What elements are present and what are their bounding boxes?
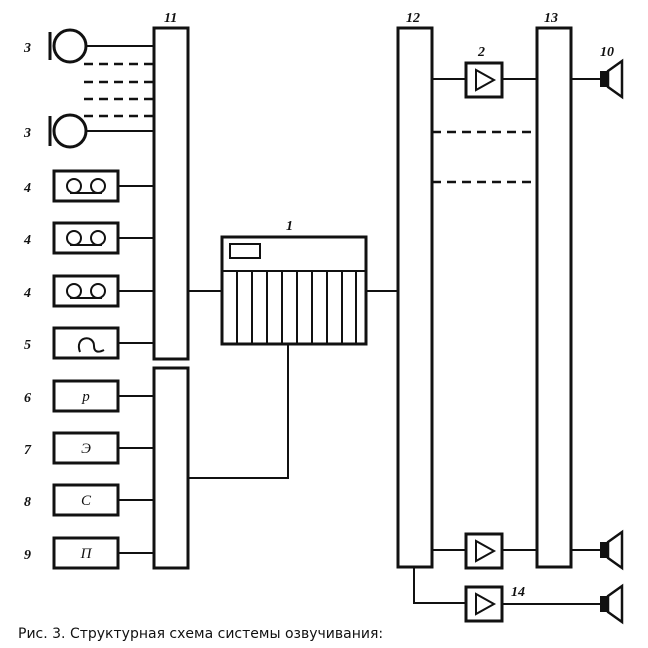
source-block-8: С	[52, 483, 154, 517]
source-8-letter: С	[81, 493, 92, 509]
label-source-6: 6	[24, 391, 31, 406]
label-amp-14: 14	[511, 585, 525, 600]
label-tape-3: 4	[23, 286, 31, 301]
hub-13	[535, 26, 573, 569]
speaker-bottom	[571, 529, 624, 571]
label-source-7: 7	[24, 443, 32, 458]
hub-12	[396, 26, 434, 569]
label-mic-1: 3	[23, 41, 31, 56]
label-tape-1: 4	[23, 181, 31, 196]
label-speaker-10: 10	[600, 45, 614, 60]
label-hub-11: 11	[164, 11, 177, 26]
label-source-9: 9	[24, 548, 31, 563]
source-block-9: П	[52, 536, 154, 570]
label-console-1: 1	[286, 219, 293, 234]
source-block-6: р	[52, 379, 154, 413]
tape-recorder-2	[52, 221, 154, 255]
microphone-2	[48, 113, 154, 149]
source-9-letter: П	[80, 546, 93, 562]
microphone-1	[48, 28, 154, 64]
speaker-14	[600, 583, 624, 625]
amp-dashed-links	[432, 130, 537, 184]
amplifier-2	[432, 61, 537, 99]
record-player	[52, 326, 154, 360]
amplifier-14	[413, 567, 600, 623]
source-block-7: Э	[52, 431, 154, 465]
speaker-10	[571, 58, 624, 100]
figure-caption: Рис. 3. Структурная схема системы озвучи…	[18, 626, 384, 642]
label-amp-2: 2	[477, 45, 485, 60]
label-source-8: 8	[24, 495, 31, 510]
link-lowerhub-console	[188, 344, 289, 479]
tape-recorder-1	[52, 169, 154, 203]
source-7-letter: Э	[81, 441, 91, 457]
amplifier-bottom	[432, 532, 537, 570]
label-player: 5	[24, 338, 31, 353]
hub-11	[152, 26, 190, 361]
tape-recorder-3	[52, 274, 154, 308]
label-hub-12: 12	[406, 11, 420, 26]
label-tape-2: 4	[23, 233, 31, 248]
label-hub-13: 13	[544, 11, 558, 26]
source-6-letter: р	[81, 389, 90, 405]
mic-dashed-links	[84, 62, 154, 118]
label-mic-2: 3	[23, 126, 31, 141]
console-1	[220, 235, 368, 346]
hub-lower	[152, 366, 190, 570]
